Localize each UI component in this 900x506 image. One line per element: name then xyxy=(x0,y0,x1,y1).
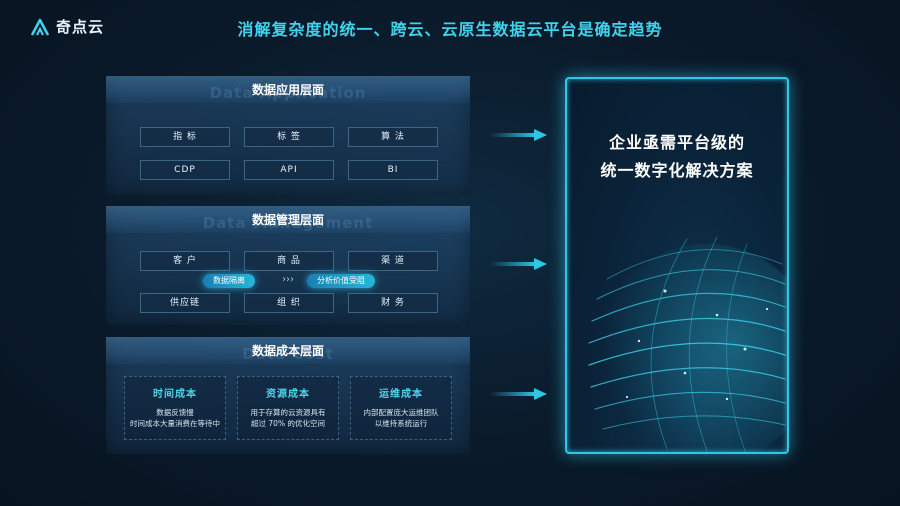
cost-description: 用于存算的云资源具有 超过 70% 的优化空间 xyxy=(238,407,338,429)
layer-data-management: Data Management 数据管理层面 客 户 商 品 渠 道 数据隔离 … xyxy=(106,206,470,325)
cost-line: 时间成本大量消费在等待中 xyxy=(130,419,220,428)
cost-description: 内部配置庞大运维团队 以维持系统运行 xyxy=(351,407,451,429)
cell-finance: 财 务 xyxy=(348,293,438,313)
layer-data-application: Data Application 数据应用层面 指 标 标 签 算 法 CDP … xyxy=(106,76,470,195)
layer-title: 数据管理层面 xyxy=(251,213,324,227)
cell-tags: 标 签 xyxy=(244,127,334,147)
layer-header: Data Cost 数据成本层面 xyxy=(106,338,470,364)
layer-title: 数据应用层面 xyxy=(251,83,324,97)
cost-line: 用于存算的云资源具有 xyxy=(250,408,326,417)
cost-line: 内部配置庞大运维团队 xyxy=(363,408,439,417)
cost-line: 数据反馈慢 xyxy=(156,408,194,417)
page-title: 消解复杂度的统一、跨云、云原生数据云平台是确定趋势 xyxy=(237,20,663,39)
cell-api: API xyxy=(244,160,334,180)
logo-icon xyxy=(30,18,50,36)
cost-box-resource: 资源成本 用于存算的云资源具有 超过 70% 的优化空间 xyxy=(237,376,339,440)
cell-algorithm: 算 法 xyxy=(348,127,438,147)
cell-customer: 客 户 xyxy=(140,251,230,271)
cost-title: 时间成本 xyxy=(153,389,197,400)
chevron-right-icon: ››› xyxy=(282,274,294,285)
layer-data-cost: Data Cost 数据成本层面 时间成本 数据反馈慢 时间成本大量消费在等待中… xyxy=(106,337,470,454)
brand-name: 奇点云 xyxy=(56,18,105,36)
cost-description: 数据反馈慢 时间成本大量消费在等待中 xyxy=(125,407,225,429)
layer-ghost-title: Data Management xyxy=(202,214,374,232)
arrow-right-icon xyxy=(490,129,547,141)
layer-header: Data Management 数据管理层面 xyxy=(106,207,470,233)
panel-line: 企业亟需平台级的 xyxy=(608,133,745,152)
panel-text: 企业亟需平台级的 统一数字化解决方案 xyxy=(567,129,787,185)
cost-box-time: 时间成本 数据反馈慢 时间成本大量消费在等待中 xyxy=(124,376,226,440)
arrow-right-icon xyxy=(490,258,547,270)
pill-value-blocked: 分析价值受阻 xyxy=(307,274,375,288)
cell-bi: BI xyxy=(348,160,438,180)
cell-metrics: 指 标 xyxy=(140,127,230,147)
layer-header: Data Application 数据应用层面 xyxy=(106,77,470,103)
cost-line: 以维持系统运行 xyxy=(374,419,428,428)
arrow-right-icon xyxy=(490,388,547,400)
globe-icon xyxy=(588,236,787,452)
cell-organization: 组 织 xyxy=(244,293,334,313)
cost-title: 运维成本 xyxy=(379,389,423,400)
layer-title: 数据成本层面 xyxy=(251,344,324,358)
solution-panel: 企业亟需平台级的 统一数字化解决方案 xyxy=(565,77,789,454)
cell-cdp: CDP xyxy=(140,160,230,180)
cell-channel: 渠 道 xyxy=(348,251,438,271)
layer-ghost-title: Data Cost xyxy=(242,345,334,363)
layer-ghost-title: Data Application xyxy=(209,84,367,102)
cell-supply-chain: 供应链 xyxy=(140,293,230,313)
pill-data-isolation: 数据隔离 xyxy=(203,274,255,288)
brand-logo: 奇点云 xyxy=(30,16,104,37)
panel-line: 统一数字化解决方案 xyxy=(600,161,754,180)
cost-box-ops: 运维成本 内部配置庞大运维团队 以维持系统运行 xyxy=(350,376,452,440)
cost-line: 超过 70% 的优化空间 xyxy=(251,419,325,428)
cost-title: 资源成本 xyxy=(266,389,310,400)
cell-product: 商 品 xyxy=(244,251,334,271)
